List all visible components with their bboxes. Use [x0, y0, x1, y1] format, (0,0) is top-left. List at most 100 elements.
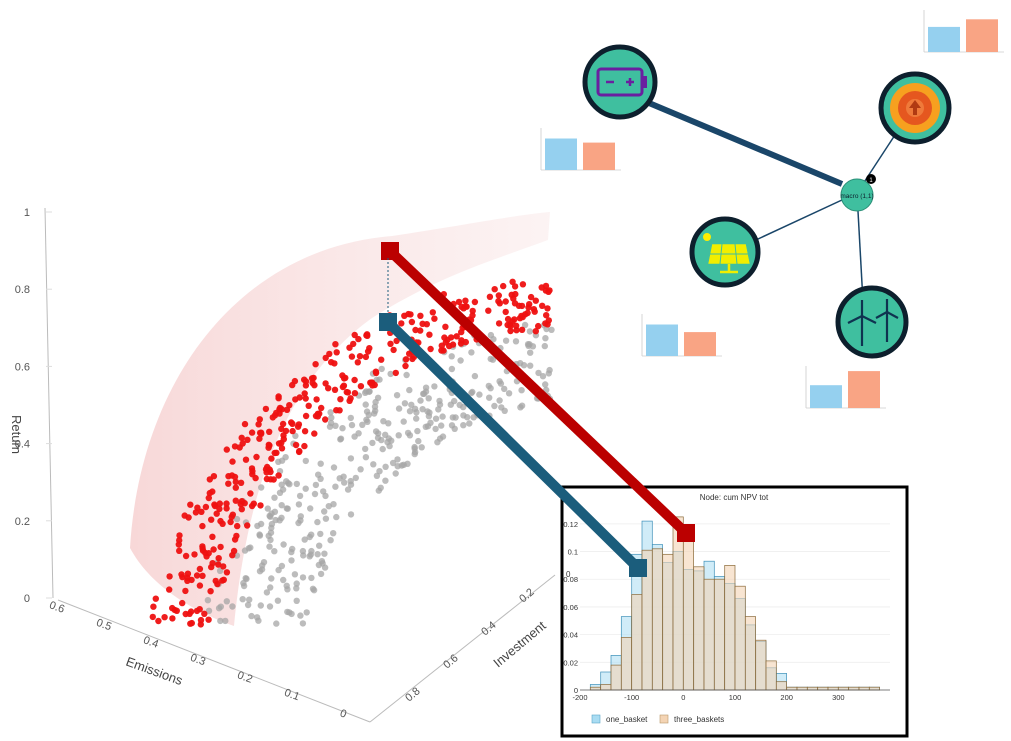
scatter-point	[436, 401, 444, 408]
scatter-point	[244, 436, 251, 443]
histogram-bar-three_baskets	[600, 684, 612, 691]
scatter-point	[451, 425, 458, 432]
scatter-point	[209, 533, 216, 540]
scatter-point	[471, 372, 479, 380]
scatter-point	[289, 381, 296, 389]
pareto-points	[149, 278, 553, 628]
scatter-point	[400, 418, 407, 425]
macro-hub-node[interactable]: macro (1,1) 1	[840, 174, 876, 212]
geothermal-node[interactable]	[878, 71, 952, 145]
y-tick-label: 0.8	[403, 685, 422, 704]
wind-node[interactable]	[835, 285, 909, 359]
scatter-point	[417, 312, 424, 319]
legend-item-one-basket[interactable]: one_basket	[591, 714, 648, 724]
scatter-point	[207, 588, 214, 595]
legend-item-three-baskets[interactable]: three_baskets	[659, 714, 724, 724]
scatter-point	[449, 341, 457, 348]
scatter-point	[313, 396, 320, 403]
scatter-point	[378, 356, 385, 363]
pareto-3d-scatter[interactable]: 00.20.40.60.81 Return 0.60.50.40.30.20.1…	[9, 207, 556, 723]
scatter-point	[337, 436, 344, 443]
scatter-point	[193, 607, 201, 615]
dominated-points	[204, 321, 555, 627]
scatter-point	[398, 320, 405, 327]
scatter-point	[420, 390, 428, 397]
scatter-point	[491, 286, 498, 293]
scatter-point	[539, 302, 546, 309]
scatter-point	[215, 555, 222, 562]
scatter-point	[257, 502, 264, 509]
histogram-bar-three_baskets	[775, 681, 787, 691]
scatter-point	[348, 421, 356, 429]
scatter-point	[526, 301, 533, 308]
scatter-point	[373, 472, 381, 479]
scatter-point	[289, 427, 296, 435]
solar-node[interactable]	[689, 216, 761, 288]
scatter-point	[308, 547, 315, 555]
scatter-point	[426, 331, 433, 338]
scatter-point	[210, 473, 218, 480]
scatter-point	[423, 321, 430, 328]
scatter-point	[283, 406, 291, 413]
scatter-point	[302, 485, 309, 492]
scatter-point	[256, 416, 263, 423]
x-tick-label: 0.2	[236, 669, 254, 686]
scatter-point	[262, 405, 270, 413]
scatter-point	[355, 430, 362, 437]
scatter-point	[511, 300, 519, 307]
histogram-bar-three_baskets	[651, 548, 663, 691]
scatter-point	[372, 428, 380, 435]
scatter-point	[362, 454, 370, 461]
histogram-bar-three_baskets	[806, 686, 818, 691]
scatter-point	[243, 575, 250, 583]
energy-network[interactable]: macro (1,1) 1	[582, 44, 952, 359]
scatter-point	[535, 322, 542, 330]
z-tick-label: 1	[24, 207, 30, 219]
scatter-point	[233, 552, 241, 559]
scatter-point	[233, 515, 241, 523]
scatter-point	[386, 442, 393, 450]
scatter-point	[309, 585, 317, 592]
scatter-point	[228, 472, 236, 479]
mini-bar	[928, 26, 960, 52]
scatter-point	[301, 428, 309, 435]
legend-label-one-basket: one_basket	[606, 715, 648, 724]
scatter-point	[278, 502, 285, 509]
scatter-point	[213, 510, 220, 517]
scatter-point	[268, 575, 275, 582]
scatter-point	[485, 307, 492, 314]
histogram-bar-three_baskets	[817, 686, 829, 691]
solar-panel-icon	[703, 233, 751, 274]
scatter-point	[402, 362, 409, 370]
scatter-point	[432, 425, 439, 433]
scatter-point	[321, 508, 328, 515]
histogram-y-tick: 0.02	[563, 658, 578, 667]
scatter-point	[350, 340, 357, 348]
z-axis-label: Return	[9, 415, 24, 454]
scatter-point	[229, 552, 236, 559]
scatter-point	[347, 477, 354, 485]
battery-node[interactable]	[582, 44, 658, 120]
scatter-point	[394, 456, 401, 463]
scatter-point	[316, 410, 323, 417]
histogram-bar-three_baskets	[848, 686, 860, 691]
scatter-point	[387, 340, 394, 347]
mini-bar	[810, 385, 842, 408]
scatter-point	[495, 292, 502, 299]
scatter-point	[229, 458, 236, 465]
scatter-point	[196, 565, 204, 573]
scatter-point	[232, 484, 239, 491]
scatter-point	[347, 511, 355, 518]
scatter-point	[368, 379, 375, 386]
scatter-point	[155, 617, 162, 625]
histogram-panel[interactable]: Node: cum NPV tot 0 00.020.040.060.080.1…	[560, 485, 909, 738]
scatter-point	[340, 375, 348, 382]
scatter-point	[337, 396, 344, 403]
scatter-point	[330, 530, 337, 537]
scatter-point	[176, 547, 183, 554]
mini-bar	[646, 324, 678, 356]
histogram-legend[interactable]: one_basket three_baskets	[591, 714, 724, 724]
histogram-x-tick: -100	[624, 693, 639, 702]
scatter-point	[321, 550, 328, 557]
scatter-point	[244, 522, 251, 529]
